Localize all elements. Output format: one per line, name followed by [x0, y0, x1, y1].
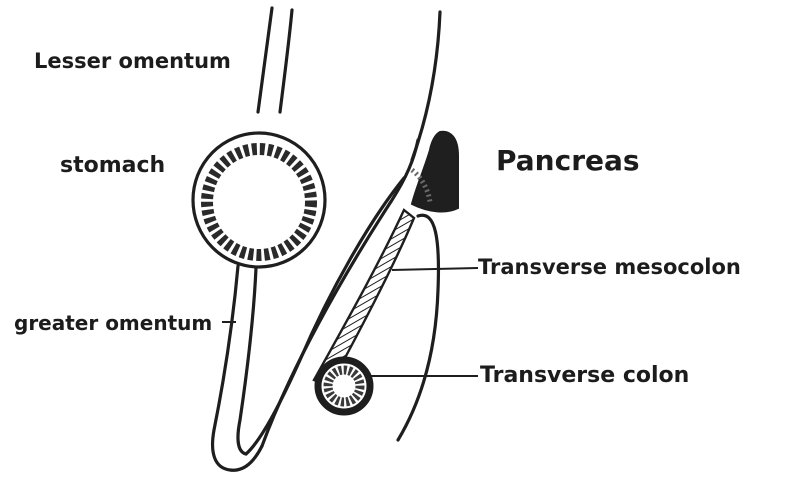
label-transverse-mesocolon: Transverse mesocolon	[478, 255, 741, 279]
mesocolon-leader-line	[392, 268, 478, 270]
stomach-lumen	[215, 157, 303, 247]
label-transverse-colon: Transverse colon	[480, 363, 689, 388]
label-pancreas: Pancreas	[496, 144, 640, 177]
lesser-omentum-outer-line	[258, 8, 272, 112]
peritoneal-reflection-line	[398, 215, 438, 440]
label-greater-omentum: greater omentum	[14, 311, 212, 335]
label-lesser-omentum: Lesser omentum	[34, 49, 231, 73]
greater-omentum-inner-line	[238, 268, 256, 454]
label-stomach: stomach	[60, 153, 165, 178]
lesser-omentum-inner-line	[280, 10, 292, 112]
